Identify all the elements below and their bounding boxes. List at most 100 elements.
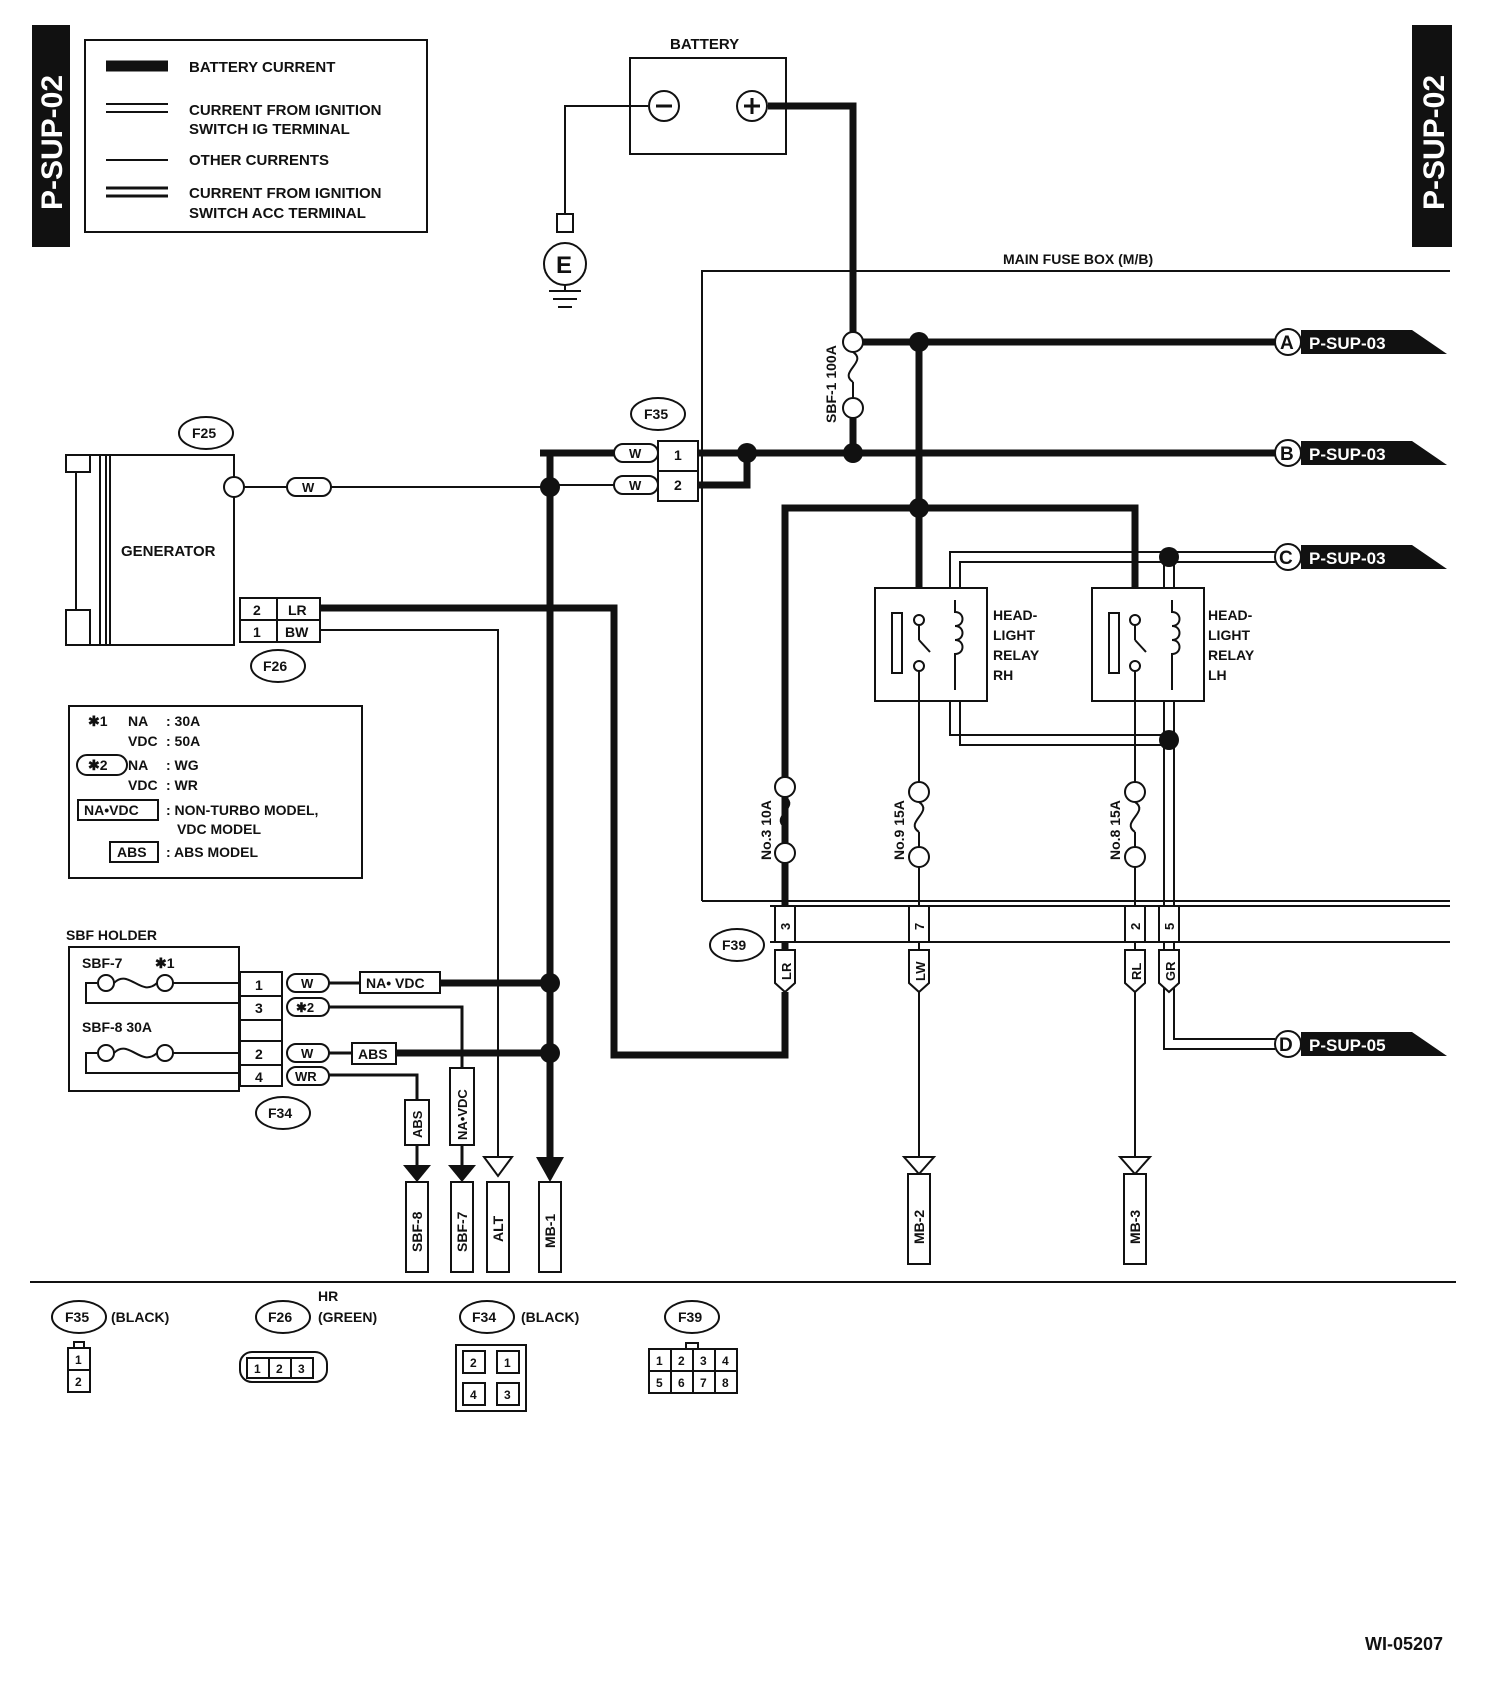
wire-tag-w-f35-2: W — [613, 475, 659, 495]
line-legend: BATTERY CURRENT CURRENT FROM IGNITION SW… — [84, 39, 428, 233]
svg-text:NA•VDC: NA•VDC — [84, 802, 139, 818]
svg-text:LIGHT: LIGHT — [1208, 627, 1250, 643]
svg-text:8: 8 — [722, 1376, 729, 1390]
wire-tag-lw: LW — [908, 942, 930, 994]
svg-text:RELAY: RELAY — [993, 647, 1040, 663]
svg-text:ABS: ABS — [117, 844, 147, 860]
svg-text:W: W — [301, 1046, 314, 1061]
legend-acc-line1: CURRENT FROM IGNITION — [189, 185, 382, 202]
svg-text:C: C — [1279, 548, 1293, 569]
terminal-mb2: MB-2 — [907, 1173, 931, 1265]
svg-text:RH: RH — [993, 667, 1013, 683]
main-fuse-box-label: MAIN FUSE BOX (M/B) — [1003, 251, 1153, 267]
headlight-relay-lh: HEAD- LIGHT RELAY LH — [1091, 587, 1255, 702]
svg-text:1: 1 — [656, 1354, 663, 1368]
tag-navdc-vertical: NA•VDC — [449, 1067, 475, 1146]
svg-text:LR: LR — [779, 962, 794, 980]
page-code-tab-left: P-SUP-02 — [32, 25, 70, 247]
fuse-no8: No.8 15A — [1107, 781, 1146, 868]
page-code-tab-right: P-SUP-02 — [1412, 25, 1452, 247]
svg-text:RELAY: RELAY — [1208, 647, 1255, 663]
svg-text:2: 2 — [678, 1354, 685, 1368]
connector-f26: 2 1 LR BW — [239, 597, 321, 643]
svg-text:ALT: ALT — [490, 1215, 506, 1242]
svg-text:W: W — [301, 976, 314, 991]
connector-f35-tag: F35 — [630, 397, 686, 431]
ref-b-p-sup-03: B P-SUP-03 — [1274, 439, 1447, 467]
svg-text:LR: LR — [288, 602, 307, 618]
svg-text:P-SUP-03: P-SUP-03 — [1309, 549, 1386, 568]
connector-f34: 1 3 2 4 — [239, 971, 283, 1087]
sbf-holder-title: SBF HOLDER — [66, 927, 157, 943]
svg-text:NA: NA — [128, 713, 148, 729]
svg-text:F34: F34 — [268, 1105, 292, 1121]
connector-view-f35: F35 (BLACK) 1 2 — [51, 1300, 169, 1393]
connector-f39-tag: F39 — [709, 928, 765, 962]
svg-text:F39: F39 — [722, 937, 746, 953]
svg-text:1: 1 — [504, 1356, 511, 1370]
ref-a-p-sup-03: A P-SUP-03 — [1274, 328, 1447, 356]
svg-text:4: 4 — [470, 1388, 477, 1402]
connector-view-f26: HR F26 (GREEN) 1 2 3 — [239, 1288, 377, 1383]
svg-text:F39: F39 — [678, 1309, 702, 1325]
svg-text:2: 2 — [1128, 923, 1143, 930]
fuse-no9: No.9 15A — [891, 781, 930, 868]
svg-text:4: 4 — [722, 1354, 729, 1368]
svg-text:(GREEN): (GREEN) — [318, 1309, 377, 1325]
terminal-sbf8: SBF-8 — [405, 1181, 429, 1273]
svg-text:✱2: ✱2 — [88, 757, 108, 773]
ground-label: E — [556, 252, 572, 279]
generator: GENERATOR — [65, 454, 235, 646]
wire-tag-gr: GR — [1158, 949, 1180, 994]
fuse-no3: No.3 10A — [758, 776, 796, 864]
svg-text:MB-2: MB-2 — [911, 1210, 927, 1244]
svg-text:SBF-8: SBF-8 — [409, 1211, 425, 1252]
svg-text:D: D — [1279, 1035, 1293, 1056]
svg-text:6: 6 — [678, 1376, 685, 1390]
notes-box: ✱1 NA : 30A VDC : 50A ✱2 NA : WG VDC : W… — [68, 705, 363, 879]
svg-text:B: B — [1280, 444, 1294, 465]
connector-f26-tag: F26 — [250, 649, 306, 683]
svg-text:SBF-7: SBF-7 — [454, 1211, 470, 1252]
svg-text:2: 2 — [255, 1046, 263, 1062]
connector-f39-pins: 3 7 2 5 — [774, 905, 1180, 943]
legend-ig-line2: SWITCH IG TERMINAL — [189, 121, 350, 138]
svg-text:1: 1 — [255, 977, 263, 993]
figure-id: WI-05207 — [1365, 1634, 1443, 1654]
svg-text:7: 7 — [912, 923, 927, 930]
svg-text:VDC: VDC — [128, 733, 158, 749]
svg-text:ABS: ABS — [358, 1046, 388, 1062]
svg-text:✱1: ✱1 — [88, 713, 108, 729]
battery-label: BATTERY — [670, 36, 739, 53]
svg-text:2: 2 — [470, 1356, 477, 1370]
connector-f34-tag: F34 — [255, 1096, 311, 1130]
page-code-left: P-SUP-02 — [36, 75, 69, 210]
svg-text:HEAD-: HEAD- — [1208, 607, 1253, 623]
svg-text:A: A — [1280, 333, 1294, 354]
svg-text:1: 1 — [253, 624, 261, 640]
svg-text:3: 3 — [700, 1354, 707, 1368]
terminal-sbf7: SBF-7 — [450, 1181, 474, 1273]
svg-text:SBF-8 30A: SBF-8 30A — [82, 1019, 152, 1035]
svg-text:1: 1 — [254, 1362, 261, 1376]
svg-text:2: 2 — [276, 1362, 283, 1376]
page-code-right: P-SUP-02 — [1418, 75, 1451, 210]
svg-text:1: 1 — [75, 1353, 82, 1367]
wire-tag-w-sbf7: W — [286, 973, 330, 993]
legend-other-currents: OTHER CURRENTS — [189, 152, 329, 169]
terminal-alt: ALT — [486, 1181, 510, 1273]
legend-ig-line1: CURRENT FROM IGNITION — [189, 102, 382, 119]
wire-tag-w-f35-1: W — [613, 443, 659, 463]
connector-f25-tag: F25 — [178, 416, 234, 450]
svg-text:F25: F25 — [192, 425, 216, 441]
wire-tag-star2: ✱2 — [286, 997, 330, 1017]
sbf-holder: SBF-7 ✱1 SBF-8 30A — [68, 946, 240, 1092]
tag-navdc: NA• VDC — [359, 971, 441, 994]
svg-text:3: 3 — [298, 1362, 305, 1376]
wire-tag-w-sbf8: W — [286, 1043, 330, 1063]
svg-text:1: 1 — [674, 447, 682, 463]
ref-c-p-sup-03: C P-SUP-03 — [1274, 543, 1447, 571]
generator-label: GENERATOR — [121, 543, 216, 560]
connector-view-f34: F34 (BLACK) 2 1 4 3 — [455, 1300, 579, 1412]
connector-f35: 1 2 — [657, 440, 699, 502]
